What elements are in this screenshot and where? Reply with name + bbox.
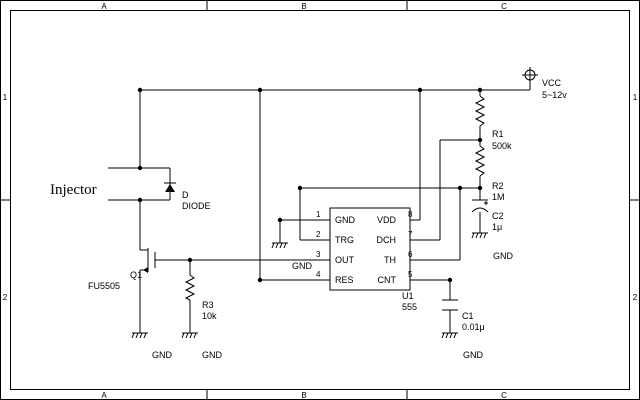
ic-pin-7-number: 7 [408, 230, 413, 239]
resistor-r2-symbol [474, 145, 486, 177]
zone-labels: A B C A B C 1 2 1 2 [3, 2, 638, 400]
ic-pin-6-name: TH [384, 255, 396, 265]
gnd-label-c1: GND [463, 350, 484, 360]
ic-pin-3-number: 3 [316, 250, 321, 259]
wires [108, 80, 531, 333]
ground-q1-symbol [131, 332, 148, 339]
c1-ref-label: C1 [462, 311, 474, 321]
ic-pin-leads [310, 219, 330, 281]
zone-col-c-top: C [501, 2, 507, 11]
ground-r3-symbol [181, 332, 198, 339]
resistor-r1-symbol [474, 95, 486, 127]
gnd-label-c2: GND [493, 251, 514, 261]
c2-ref-label: C2 [492, 211, 504, 221]
r1-ref-label: R1 [492, 129, 504, 139]
zone-row-2-left: 2 [3, 293, 8, 302]
diode-value-label: DIODE [182, 201, 211, 211]
vcc-terminal-symbol [522, 67, 538, 83]
ic-pin-8-number: 8 [408, 210, 413, 219]
zone-col-a-bottom: A [101, 391, 107, 400]
injector-label: Injector [50, 182, 97, 198]
mosfet-part-label: FU5505 [88, 281, 120, 291]
ic-pin-5-number: 5 [408, 270, 413, 279]
mosfet-symbol [140, 248, 156, 273]
ground-c2-symbol [471, 232, 488, 239]
ic-pin-4-number: 4 [316, 270, 321, 279]
ground-ic-symbol [271, 242, 288, 249]
gnd-label-q1: GND [152, 350, 173, 360]
ic-pin-4-name: RES [335, 275, 354, 285]
r2-ref-label: R2 [492, 181, 504, 191]
capacitor-c1-symbol [442, 299, 458, 311]
ic-555-body [329, 207, 411, 291]
capacitor-c2-symbol [471, 199, 489, 213]
ic-pin-7-name: DCH [377, 235, 397, 245]
zone-col-b-bottom: B [301, 391, 306, 400]
zone-col-b-top: B [301, 2, 306, 11]
ic-pin-1-number: 1 [316, 210, 321, 219]
c1-value-label: 0.01μ [462, 322, 485, 332]
ic-pin-2-name: TRG [335, 235, 354, 245]
c2-value-label: 1μ [492, 222, 502, 232]
vcc-range-label: 5~12v [542, 90, 567, 100]
zone-row-1-right: 1 [633, 93, 638, 102]
r1-value-label: 500k [492, 141, 512, 151]
ic-pin-8-name: VDD [377, 215, 397, 225]
r3-ref-label: R3 [202, 300, 214, 310]
gnd-label-ic: GND [292, 261, 313, 271]
r3-value-label: 10k [202, 311, 217, 321]
gnd-label-r3: GND [202, 350, 223, 360]
ground-c1-symbol [441, 332, 458, 339]
zone-row-2-right: 2 [633, 293, 638, 302]
zone-col-c-bottom: C [501, 391, 507, 400]
r2-value-label: 1M [492, 192, 505, 202]
ic-ref-label: U1 [402, 291, 414, 301]
mosfet-ref-label: Q1 [130, 270, 142, 280]
diode-symbol [164, 182, 176, 192]
zone-row-1-left: 1 [3, 93, 8, 102]
resistor-r3-symbol [184, 274, 196, 301]
ic-part-label: 555 [402, 302, 417, 312]
ic-pin-5-name: CNT [378, 275, 397, 285]
junction-dots [137, 87, 483, 283]
zone-col-a-top: A [101, 2, 107, 11]
ic-pin-1-name: GND [335, 215, 356, 225]
ic-pin-6-number: 6 [408, 250, 413, 259]
ic-pin-2-number: 2 [316, 230, 321, 239]
vcc-label: VCC [542, 78, 562, 88]
ic-pin-3-name: OUT [335, 255, 355, 265]
diode-ref-label: D [182, 190, 189, 200]
